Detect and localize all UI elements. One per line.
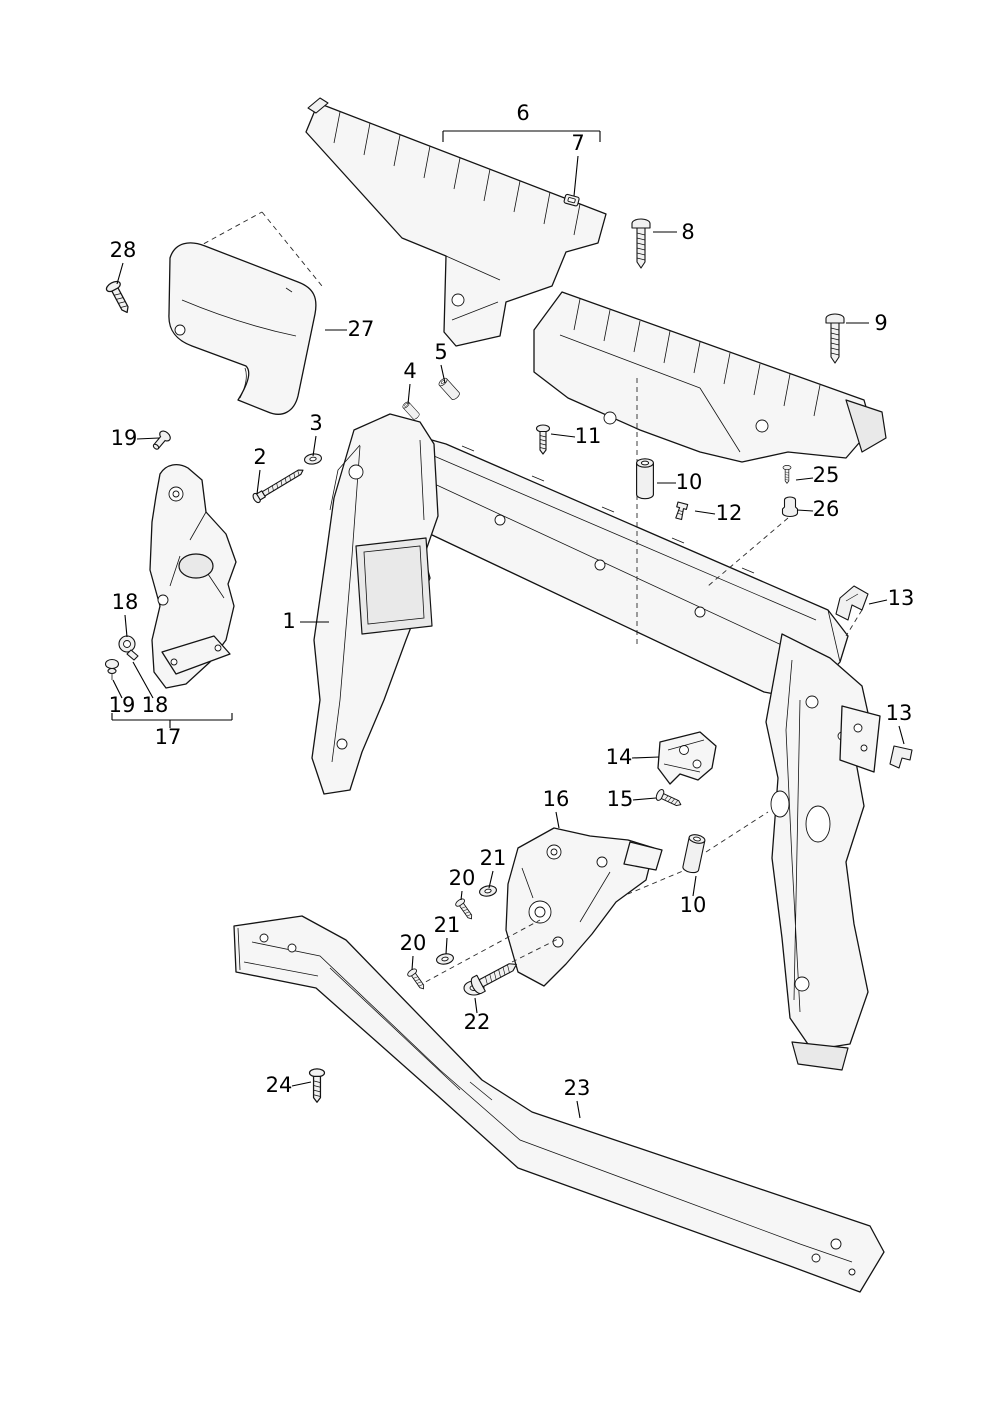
callout-labels: 6 7 8 9 28 27 5 4 3 2 19 11 10 12 25 26 …: [109, 101, 915, 1100]
leader-lines: [111, 130, 905, 1119]
part-13-clip-b: [889, 745, 913, 769]
callout-13a: 13: [888, 586, 915, 610]
part-1-carrier-right-pillar: [765, 633, 881, 1071]
part-7-clip: [563, 193, 580, 207]
part-6-air-guide-left: [305, 97, 607, 347]
leader-5: [440, 364, 446, 384]
callout-21b: 21: [434, 913, 461, 937]
leader-14: [631, 756, 660, 759]
leader-6: [442, 130, 601, 142]
callout-4: 4: [403, 359, 416, 383]
part-9-screw: [825, 313, 845, 364]
callout-16: 16: [543, 787, 570, 811]
callout-8: 8: [681, 220, 694, 244]
leader-19b: [112, 679, 123, 699]
part-21-washer-a: [478, 884, 498, 898]
part-2-screw: [252, 469, 304, 504]
callout-11: 11: [575, 424, 602, 448]
callout-1: 1: [282, 609, 295, 633]
leader-15: [632, 797, 657, 801]
callout-6: 6: [516, 101, 529, 125]
callout-22: 22: [464, 1010, 491, 1034]
callout-12: 12: [716, 501, 743, 525]
callout-20b: 20: [400, 931, 427, 955]
callout-14: 14: [606, 745, 633, 769]
part-16-bracket: [505, 827, 663, 987]
leader-11: [550, 433, 576, 438]
callout-20a: 20: [449, 866, 476, 890]
part-1-carrier-left-pillar: [311, 413, 439, 795]
leader-18b: [132, 661, 154, 699]
callout-17: 17: [155, 725, 182, 749]
callout-10b: 10: [680, 893, 707, 917]
part-14-bracket: [657, 731, 717, 785]
part-23-crossmember: [233, 915, 885, 1293]
leader-17: [111, 713, 233, 728]
callout-10a: 10: [676, 470, 703, 494]
leader-20a: [460, 890, 463, 901]
callout-18b: 18: [142, 693, 169, 717]
assembly-axis-lines: [417, 378, 863, 987]
callout-24: 24: [266, 1073, 293, 1097]
leader-12: [694, 510, 716, 515]
leader-21a: [488, 870, 494, 889]
callout-26: 26: [813, 497, 840, 521]
leader-18a: [124, 614, 128, 638]
part-17-bracket: [149, 463, 237, 689]
leader-28: [116, 262, 124, 285]
callout-23: 23: [564, 1076, 591, 1100]
leader-16: [555, 811, 560, 829]
part-6-air-guide-right: [533, 291, 887, 463]
callout-5: 5: [434, 340, 447, 364]
callout-7: 7: [571, 131, 584, 155]
part-28-screw: [104, 278, 135, 317]
part-8-screw: [631, 218, 651, 269]
callout-27: 27: [348, 317, 375, 341]
callout-21a: 21: [480, 846, 507, 870]
part-20-screw-b: [405, 967, 429, 993]
leader-13a: [868, 599, 888, 605]
leader-22: [474, 997, 478, 1014]
part-19-rivet-a: [152, 430, 171, 450]
callout-2: 2: [253, 445, 266, 469]
leader-24: [291, 1081, 312, 1087]
callout-9: 9: [874, 311, 887, 335]
leader-26: [796, 509, 814, 512]
leader-13b: [898, 725, 905, 745]
part-5-bushing: [437, 376, 462, 402]
callout-15: 15: [607, 787, 634, 811]
part-22-screw: [463, 955, 522, 996]
callout-28: 28: [110, 238, 137, 262]
callout-19a: 19: [111, 426, 138, 450]
part-10-sleeve-a: [636, 458, 654, 500]
part-19-rivet-b: [104, 658, 120, 680]
part-25-bolt: [782, 465, 792, 484]
part-11-screw: [535, 424, 551, 455]
leader-25: [795, 477, 814, 481]
part-15-screw: [654, 787, 684, 811]
part-26-grommet: [781, 496, 799, 518]
callout-18a: 18: [112, 590, 139, 614]
leader-2: [256, 469, 261, 495]
leader-21b: [445, 937, 448, 955]
leader-7: [573, 155, 579, 197]
leader-4: [407, 383, 411, 405]
leader-3: [312, 435, 317, 457]
leader-19a: [136, 437, 160, 440]
leader-23: [576, 1100, 581, 1119]
part-13-clip-a: [835, 585, 869, 621]
callout-13b: 13: [886, 701, 913, 725]
leader-10b: [692, 875, 697, 897]
part-24-screw: [308, 1068, 326, 1103]
part-18-nut: [118, 635, 139, 661]
part-10-sleeve-b: [681, 832, 707, 875]
part-21-washer-b: [435, 952, 455, 966]
callout-3: 3: [309, 411, 322, 435]
part-27-cover: [168, 211, 323, 415]
callout-19b: 19: [109, 693, 136, 717]
callout-25: 25: [813, 463, 840, 487]
part-12-clip: [675, 501, 689, 521]
leader-20b: [411, 955, 414, 971]
